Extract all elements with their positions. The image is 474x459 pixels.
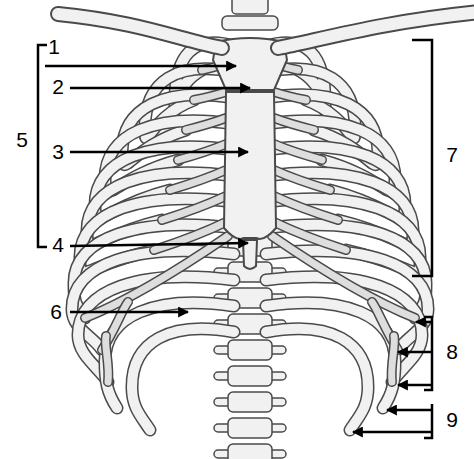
cartilage-outline [274,144,322,160]
bracket [424,404,432,438]
costal-cartilage [274,118,314,130]
leader-arrow [70,151,248,154]
leader-arrow [387,409,432,412]
leader-arrow [70,87,250,90]
cartilage-outline [170,170,226,190]
costal-cartilage [274,170,330,190]
callout-number: 1 [48,35,60,58]
cartilage-body [170,170,226,190]
costal-cartilage [272,236,415,318]
sternal-body [224,92,276,239]
clavicles [58,12,474,48]
bracket [412,40,432,276]
cartilage-body [392,336,395,382]
cartilage-outline [274,170,330,190]
leader-arrow [353,431,432,434]
rib-outline [266,329,368,430]
leader-arrow [416,321,432,324]
costal-cartilage [274,92,306,100]
cartilage-outline [272,236,415,318]
cartilage-outline [274,92,306,100]
callout-number: 6 [50,300,62,323]
leader-arrow [70,243,248,246]
cartilage-outline [274,118,314,130]
leader-arrow [70,311,188,314]
vertebra [228,444,272,459]
cartilage-body [162,196,226,220]
costal-cartilage [392,336,395,382]
cartilage-outline [162,196,226,220]
leader-arrow [45,65,236,68]
cartilage-body [85,236,228,318]
vertebra [228,340,272,360]
costal-cartilages [85,66,415,382]
ribs [72,43,428,430]
clavicle-outline [278,12,474,48]
cartilage-outline [194,92,226,100]
vertebra [228,392,272,412]
cartilage-outline [106,336,109,382]
leader-arrow [398,384,432,387]
cartilage-outline [274,196,338,220]
cartilage-body [106,336,109,382]
rib-body [266,329,368,430]
bracket [424,317,432,390]
callout-number: 9 [446,408,458,431]
callout-number: 4 [52,233,64,256]
costal-cartilage [194,92,226,100]
cartilage-outline [186,118,226,130]
rib-outline [132,329,234,430]
costal-cartilage [274,196,338,220]
leader-lines [38,40,432,438]
cervical-vertebra [222,16,278,30]
cartilage-body [274,118,314,130]
cartilage-body [272,236,415,318]
callout-number: 8 [446,340,458,363]
clavicle-outline [58,14,222,48]
callout-number: 3 [52,140,64,163]
vertebra [228,418,272,438]
cartilage-body [274,144,322,160]
costal-cartilage [85,236,228,318]
sternum [213,38,287,269]
bracket [38,45,47,247]
callout-number: 2 [52,75,64,98]
cartilage-body [274,170,330,190]
cartilage-body [194,92,226,100]
cartilage-outline [85,236,228,318]
rib-body [132,329,234,430]
vertebra [228,366,272,386]
callout-number: 7 [446,143,458,166]
cartilage-body [186,118,226,130]
vertebral-column [214,0,286,459]
cartilage-body [274,92,306,100]
leader-arrow [398,351,432,354]
costal-cartilage [162,196,226,220]
costal-cartilage [106,336,109,382]
costal-cartilage [186,118,226,130]
rib [132,329,234,430]
xiphoid-process [243,240,257,269]
cartilage-outline [392,336,395,382]
cervical-vertebra [232,0,268,14]
clavicle [278,12,474,48]
cartilage-body [274,196,338,220]
clavicle [58,14,222,48]
costal-cartilage [170,170,226,190]
rib [266,329,368,430]
costal-cartilage [274,144,322,160]
callout-number: 5 [16,128,28,151]
